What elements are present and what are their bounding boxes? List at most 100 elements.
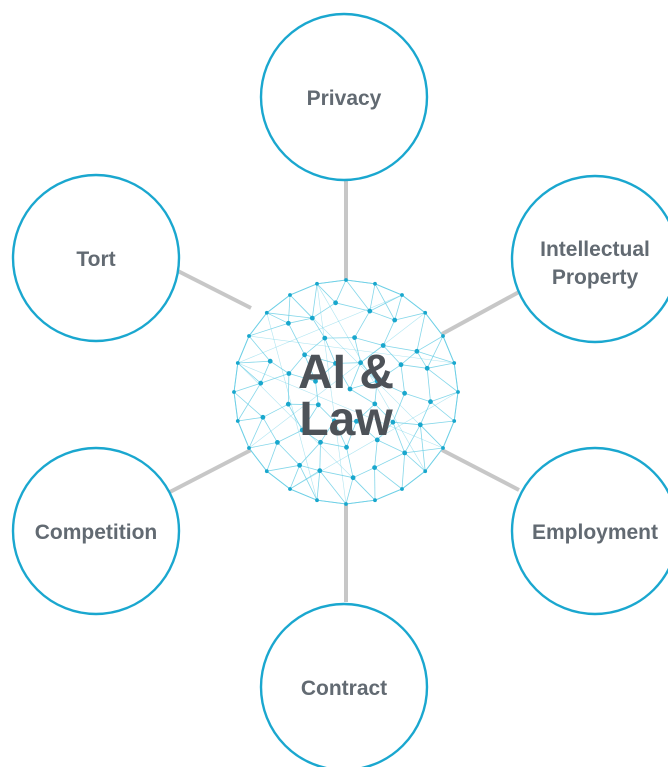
- network-edge: [394, 312, 426, 321]
- network-node: [452, 419, 457, 423]
- network-edge: [233, 391, 239, 422]
- network-edge: [315, 381, 319, 405]
- network-node: [313, 378, 318, 384]
- network-edge: [335, 362, 361, 364]
- network-edge: [266, 470, 291, 490]
- network-edge: [400, 350, 418, 366]
- network-chord: [248, 312, 426, 449]
- network-node: [264, 310, 269, 315]
- network-node: [299, 427, 305, 433]
- network-node: [400, 487, 404, 491]
- network-edge: [304, 354, 336, 364]
- network-node: [423, 310, 428, 315]
- network-edge: [289, 283, 318, 296]
- network-edge: [400, 364, 405, 394]
- network-node: [333, 361, 338, 366]
- network-edge: [237, 360, 271, 364]
- connector-competition: [165, 448, 252, 496]
- network-edge: [369, 294, 403, 312]
- network-node: [441, 334, 445, 338]
- network-edge: [287, 404, 303, 431]
- network-edge: [266, 464, 300, 472]
- node-circle: [510, 174, 668, 344]
- network-node: [400, 293, 404, 297]
- network-edge: [304, 337, 326, 356]
- network-node: [235, 361, 240, 365]
- network-edge: [248, 442, 278, 449]
- network-node: [315, 281, 319, 286]
- network-edge: [420, 420, 455, 426]
- connectors: [165, 180, 520, 602]
- network-edge: [319, 470, 347, 505]
- network-edge: [316, 283, 336, 304]
- network-node: [380, 343, 386, 348]
- network-node: [288, 293, 292, 297]
- network-edge: [374, 403, 394, 423]
- network-edge: [345, 279, 376, 285]
- network-edge: [335, 279, 347, 303]
- network-node: [441, 446, 445, 450]
- node-intellectual-property: Intellectual Property: [510, 174, 668, 344]
- network-edge: [374, 380, 378, 404]
- network-chord: [316, 283, 426, 472]
- network-node: [374, 378, 380, 384]
- network-node: [414, 348, 420, 354]
- network-edge: [374, 467, 403, 490]
- network-edge: [304, 354, 316, 382]
- network-edge: [426, 368, 431, 402]
- network-node: [372, 401, 378, 407]
- network-edge: [401, 470, 426, 490]
- network-edge: [376, 364, 402, 382]
- network-edge: [333, 420, 347, 448]
- network-edge: [266, 442, 278, 472]
- node-circle: [11, 173, 181, 343]
- network-edge: [401, 294, 426, 314]
- network-edge: [430, 391, 459, 403]
- network-edge: [374, 283, 403, 296]
- network-edge: [288, 323, 305, 355]
- node-privacy: Privacy: [259, 12, 429, 182]
- network-node: [302, 352, 307, 358]
- network-edge: [349, 380, 378, 390]
- network-edge: [404, 424, 421, 454]
- network-edge: [316, 499, 347, 505]
- network-edge: [369, 310, 395, 321]
- node-label-line2: Property: [552, 266, 639, 289]
- network-edge: [419, 401, 431, 425]
- node-label: Privacy: [307, 87, 382, 110]
- network-edge: [248, 322, 289, 337]
- network-edge: [237, 382, 262, 422]
- network-chord: [316, 283, 347, 505]
- network-edge: [426, 335, 444, 369]
- network-node: [286, 320, 291, 326]
- node-label-line1: Intellectual: [540, 238, 650, 261]
- network-edge: [345, 477, 354, 505]
- network-edge: [345, 499, 376, 505]
- network-edge: [233, 391, 264, 418]
- hub-network-sphere: [232, 278, 460, 506]
- network-node: [367, 308, 373, 314]
- network-edge: [392, 422, 406, 454]
- hub-title-line2: Law: [299, 393, 393, 446]
- network-edge: [287, 373, 290, 405]
- network-node: [352, 335, 357, 340]
- network-node: [373, 498, 377, 503]
- network-edge: [335, 302, 370, 312]
- network-edge: [266, 294, 291, 314]
- network-edge: [345, 279, 371, 312]
- network-edge: [237, 362, 261, 384]
- network-edge: [299, 442, 321, 466]
- network-edge: [233, 362, 239, 393]
- network-node: [350, 475, 356, 481]
- node-circle: [259, 602, 429, 767]
- connector-employment: [441, 448, 520, 492]
- network-edge: [416, 312, 426, 352]
- network-edge: [299, 465, 318, 501]
- network-edge: [453, 362, 459, 393]
- network-node: [452, 361, 457, 365]
- network-edge: [394, 294, 403, 321]
- network-edge: [360, 362, 378, 382]
- network-node: [286, 371, 292, 376]
- network-node: [232, 390, 236, 394]
